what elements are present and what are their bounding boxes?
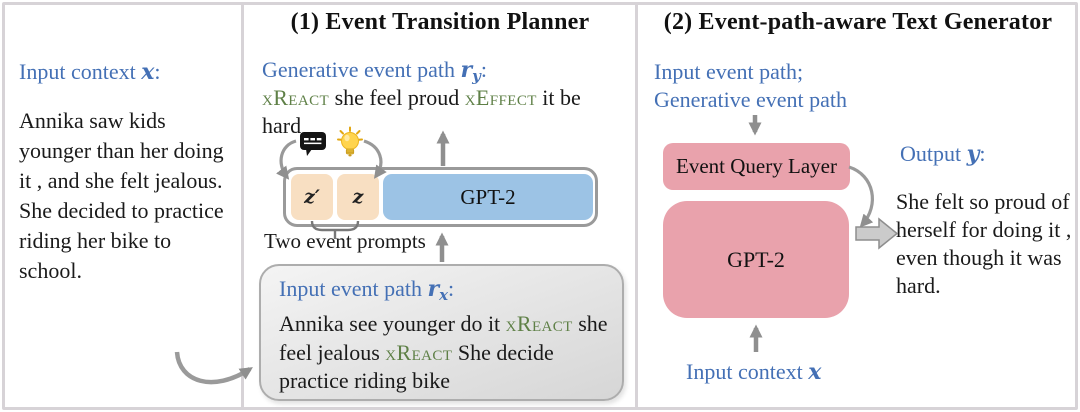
lightbulb-icon bbox=[337, 126, 363, 157]
text-segment: Annika see younger do it bbox=[279, 311, 506, 336]
input-event-path-label: Input event path rx: bbox=[279, 275, 454, 309]
event-prompt-z-prime-box: z′ bbox=[291, 174, 333, 220]
text-segment: y bbox=[472, 67, 481, 86]
text-segment: xEffect bbox=[464, 85, 537, 110]
text-segment: x bbox=[439, 286, 448, 305]
generator-input-context-label: Input context x bbox=[686, 358, 821, 386]
text-segment: she feel proud bbox=[329, 85, 465, 110]
text-segment: Output bbox=[900, 141, 967, 166]
speech-bubble-icon bbox=[300, 132, 326, 156]
output-label: Output y: bbox=[900, 140, 986, 168]
text-segment: : bbox=[154, 59, 161, 84]
text-segment: x bbox=[808, 359, 822, 385]
text-segment: y bbox=[966, 141, 980, 167]
panel-divider-right bbox=[635, 3, 638, 409]
text-segment: xReact bbox=[385, 339, 453, 365]
generator-input-line2: Generative event path bbox=[654, 87, 848, 112]
event-query-layer-label: Event Query Layer bbox=[676, 154, 837, 178]
generator-gpt2-label: GPT-2 bbox=[727, 246, 785, 272]
text-segment: r bbox=[427, 276, 440, 302]
planner-gpt2-label: GPT-2 bbox=[460, 184, 516, 209]
text-segment: xReact bbox=[505, 311, 573, 336]
text-segment: xReact bbox=[262, 85, 330, 110]
text-segment: r bbox=[460, 57, 473, 83]
text-segment: Input context bbox=[19, 59, 142, 84]
z-label: z bbox=[352, 186, 364, 208]
generator-title: (2) Event-path-aware Text Generator bbox=[663, 9, 1053, 35]
generative-event-path-label: Generative event path ry: bbox=[262, 56, 487, 90]
planner-title: (1) Event Transition Planner bbox=[290, 9, 590, 35]
text-segment: she feel jealous bbox=[279, 311, 608, 365]
input-event-path-text: Annika see younger do it xReact she feel… bbox=[279, 310, 615, 396]
text-segment: x bbox=[141, 59, 155, 85]
z-prime-label: z′ bbox=[304, 186, 320, 208]
generator-input-line1: Input event path; bbox=[654, 59, 804, 84]
text-segment: : bbox=[480, 57, 487, 82]
two-event-prompts-label: Two event prompts bbox=[264, 229, 426, 253]
generative-event-path-text: xReact she feel proud xEffect it be hard bbox=[262, 84, 614, 140]
text-segment: : bbox=[447, 276, 455, 301]
output-text: She felt so proud of herself for doing i… bbox=[896, 189, 1072, 298]
text-segment: She decide practice riding bike bbox=[279, 339, 554, 394]
text-segment: Generative event path bbox=[262, 57, 461, 82]
input-event-path-bubble: Input event path rx: Annika see younger … bbox=[259, 264, 624, 401]
planner-gpt2-box: GPT-2 bbox=[383, 174, 593, 220]
panel-divider-left bbox=[241, 3, 244, 409]
input-context-label: Input context x: bbox=[19, 58, 160, 86]
event-query-layer-box: Event Query Layer bbox=[663, 143, 850, 190]
text-segment: Input event path bbox=[279, 276, 428, 301]
event-prompt-z-box: z bbox=[337, 174, 379, 220]
generator-gpt2-box: GPT-2 bbox=[663, 201, 849, 318]
text-segment: Input context bbox=[686, 359, 809, 384]
text-segment: it be hard bbox=[262, 85, 581, 138]
input-context-text: Annika saw kids younger than her doing i… bbox=[19, 108, 224, 283]
text-segment: : bbox=[979, 141, 986, 166]
